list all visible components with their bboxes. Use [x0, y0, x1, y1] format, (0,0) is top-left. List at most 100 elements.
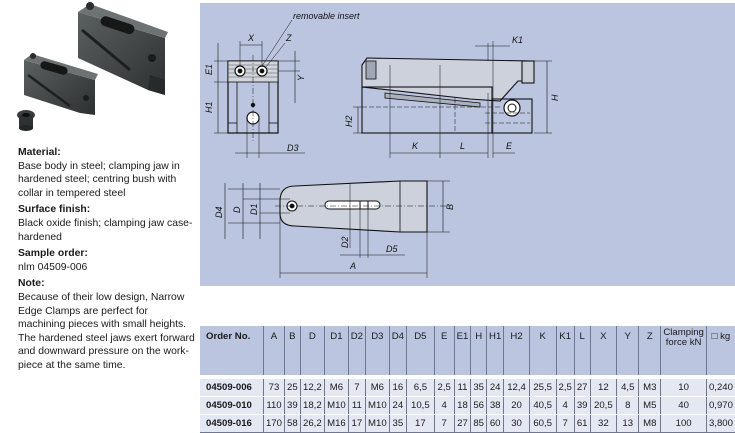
surface-finish-heading: Surface finish: — [18, 204, 91, 216]
dim-label-e: E — [506, 141, 513, 151]
table-cell: M6 — [365, 375, 390, 397]
table-cell: 20,5 — [590, 396, 618, 415]
table-cell: 39 — [284, 396, 301, 415]
table-cell: 26,2 — [300, 414, 326, 433]
table-cell: 17 — [348, 414, 367, 433]
dim-label-e1: E1 — [204, 64, 214, 75]
table-cell: 60 — [486, 414, 505, 433]
table-cell: 35 — [470, 375, 488, 397]
col-d: D — [300, 326, 326, 377]
col-d4: D4 — [389, 326, 407, 377]
col-clamping-force: Clamping force kN — [660, 326, 707, 377]
removable-insert-callout: removable insert — [293, 11, 360, 21]
dim-label-x: X — [247, 33, 255, 43]
table-cell: 3,800 — [706, 414, 735, 433]
table-cell: 7 — [434, 414, 455, 433]
dim-label-d2: D2 — [340, 236, 350, 248]
table-cell: M10 — [324, 396, 349, 415]
table-cell: 25,5 — [529, 375, 557, 397]
table-cell: 0,240 — [706, 375, 735, 397]
dim-label-a: A — [349, 261, 356, 271]
col-l: L — [574, 326, 591, 377]
col-k1: K1 — [556, 326, 575, 377]
table-cell: M16 — [324, 414, 349, 433]
table-cell: 18,2 — [300, 396, 326, 415]
col-h1: H1 — [486, 326, 505, 377]
table-cell: 10 — [660, 375, 707, 397]
product-info: Material: Base body in steel; clamping j… — [18, 146, 198, 373]
table-cell: 85 — [470, 414, 488, 433]
top-view — [224, 180, 450, 278]
table-cell: 100 — [660, 414, 707, 433]
side-view — [353, 41, 552, 158]
table-cell: M6 — [324, 375, 349, 397]
table-cell: 7 — [556, 414, 575, 433]
table-cell: 11 — [454, 375, 472, 397]
table-cell: 58 — [284, 414, 301, 433]
table-cell: 30 — [503, 414, 530, 433]
material-text: Base body in steel; clamping jaw in hard… — [18, 160, 180, 199]
table-cell: 73 — [263, 375, 285, 397]
col-e: E — [434, 326, 455, 377]
note-heading: Note: — [18, 278, 45, 290]
col-h2: H2 — [503, 326, 530, 377]
col-a: A — [263, 326, 285, 377]
dim-label-y: Y — [296, 74, 306, 81]
col-b: B — [284, 326, 301, 377]
table-cell: 27 — [454, 414, 472, 433]
table-cell: 40,5 — [529, 396, 557, 415]
table-cell: M10 — [365, 414, 390, 433]
table-header-row: Order No. A B D D1 D2 D3 D4 D5 E E1 H H1… — [200, 326, 735, 377]
dim-label-k: K — [412, 141, 419, 151]
table-cell: 13 — [616, 414, 640, 433]
col-y: Y — [616, 326, 640, 377]
table-cell: 38 — [486, 396, 505, 415]
table-cell: 2,5 — [434, 375, 455, 397]
table-cell: 16 — [389, 375, 407, 397]
table-cell: M10 — [365, 396, 390, 415]
table-cell: 18 — [454, 396, 472, 415]
dim-label-k1: K1 — [512, 35, 523, 45]
table-cell: 27 — [574, 375, 591, 397]
order-number-cell: 04509-016 — [200, 414, 264, 433]
table-cell: 25 — [284, 375, 301, 397]
table-cell: 35 — [389, 414, 407, 433]
table-cell: 4 — [434, 396, 455, 415]
table-cell: M3 — [638, 375, 662, 397]
table-cell: M8 — [638, 414, 662, 433]
dim-label-d: D — [232, 206, 242, 213]
table-cell: M5 — [638, 396, 662, 415]
table-cell: 110 — [263, 396, 285, 415]
order-number-cell: 04509-006 — [200, 375, 264, 397]
weight-icon: □ — [711, 331, 718, 342]
table-cell: 39 — [574, 396, 591, 415]
table-cell: 24 — [486, 375, 505, 397]
sample-order-text: nlm 04509-006 — [18, 261, 88, 273]
table-cell: 6,5 — [406, 375, 435, 397]
table-cell: 10,5 — [406, 396, 435, 415]
col-weight: □ kg — [706, 326, 735, 377]
table-cell: 7 — [348, 375, 367, 397]
dim-label-h2: H2 — [344, 115, 354, 127]
col-d2: D2 — [348, 326, 367, 377]
col-k: K — [529, 326, 557, 377]
note-text: Because of their low design, Narrow Edge… — [18, 291, 195, 371]
order-number-cell: 04509-010 — [200, 396, 264, 415]
dim-label-h: H — [550, 94, 560, 101]
product-photo — [0, 0, 198, 142]
material-heading: Material: — [18, 147, 61, 158]
col-d1: D1 — [324, 326, 349, 377]
col-h: H — [470, 326, 488, 377]
technical-drawing: removable insert X Z E1 H1 Y D3 K1 H H2 … — [200, 3, 735, 286]
front-view — [214, 19, 305, 158]
dim-label-l: L — [460, 141, 465, 151]
table-cell: 12 — [590, 375, 618, 397]
table-cell: 12,4 — [503, 375, 530, 397]
surface-finish-text: Black oxide finish; clamping jaw case-ha… — [18, 217, 193, 243]
table-cell: 11 — [348, 396, 367, 415]
table-cell: 4 — [556, 396, 575, 415]
col-z: Z — [638, 326, 662, 377]
